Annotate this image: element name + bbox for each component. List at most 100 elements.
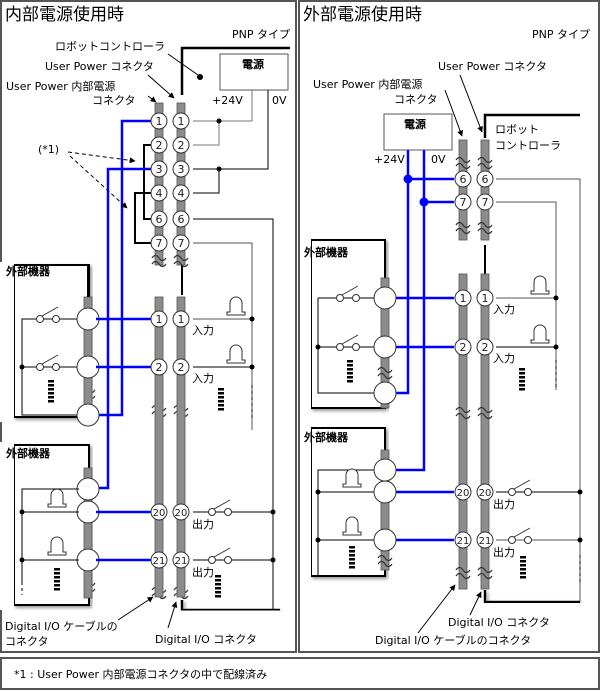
pin-dio-right [476, 531, 494, 549]
ellipsis-icon [48, 380, 54, 383]
ellipsis-icon [218, 396, 224, 399]
user-power-connector-label: User Power コネクタ [45, 60, 154, 73]
pin-user-power [172, 234, 190, 252]
external-power-supply-label: 電源 [404, 117, 426, 131]
break-mark-icon [477, 566, 493, 580]
pin-user-power-label: 6 [178, 213, 185, 226]
ellipsis-icon [349, 546, 355, 549]
footnote-frame [0, 657, 600, 690]
pin-internal-label: 2 [156, 139, 163, 152]
break-mark-icon [477, 156, 493, 170]
terminal [373, 458, 397, 482]
cable-connector-label-right: Digital I/O ケーブルのコネクタ [375, 633, 531, 647]
ellipsis-icon [54, 580, 60, 583]
ellipsis-icon [54, 568, 60, 571]
ellipsis-icon [54, 584, 60, 587]
input-label-right-2: 入力 [493, 352, 515, 365]
pin-dio-label: 2 [178, 361, 185, 374]
pin-dio-cable-right-label: 20 [457, 488, 470, 499]
ellipsis-icon [347, 372, 353, 375]
robot-controller-label: ロボットコントローラ [55, 40, 165, 53]
lamp-icon [342, 516, 362, 536]
internal-connector-label-right-1: User Power 内部電源 [313, 77, 422, 91]
pin-internal-label: 1 [156, 115, 163, 128]
pin-dio [172, 358, 190, 376]
switch-icon [336, 343, 344, 351]
ellipsis-icon [349, 554, 355, 557]
lamp-icon [226, 344, 246, 364]
switch-icon [508, 536, 516, 544]
pin-internal-label: 7 [156, 237, 163, 250]
internal-connector-label-1: User Power 内部電源 [6, 79, 115, 93]
pin-user-power-label: 4 [178, 187, 185, 200]
cable-connector-label-1: Digital I/O ケーブルの [5, 619, 118, 633]
output-label-1: 出力 [192, 517, 214, 531]
pin-user-power [172, 210, 190, 228]
pin-internal-right-label: 6 [460, 173, 467, 186]
terminal [373, 335, 397, 359]
break-mark-icon [455, 406, 471, 420]
pin-internal [150, 234, 168, 252]
pin-user-power-label: 2 [178, 139, 185, 152]
ellipsis-icon [48, 388, 54, 391]
pin-dio-cable-label: 1 [156, 313, 163, 326]
ellipsis-icon [349, 562, 355, 565]
break-mark-icon [377, 366, 393, 380]
pin-dio-label: 1 [178, 313, 185, 326]
external-device-2-box-right [310, 427, 386, 577]
blue-wire-zero-v [96, 167, 151, 490]
ellipsis-icon [520, 572, 526, 575]
power-supply-label: 電源 [242, 57, 264, 71]
terminal [76, 307, 100, 331]
user-power-connector-label-right: User Power コネクタ [438, 60, 547, 73]
ellipsis-icon [347, 380, 353, 383]
note-ref-label: (*1) [38, 143, 59, 156]
dio-cable-connector-bar [154, 296, 164, 598]
plus24v-label-right: +24V [374, 153, 405, 166]
input-label-right-1: 入力 [493, 303, 515, 316]
pin-dio-cable-label: 2 [156, 361, 163, 374]
switch-icon [208, 508, 216, 516]
external-power-supply-box [383, 113, 453, 151]
input-label-1: 入力 [192, 324, 214, 337]
robot-controller-outline [180, 46, 290, 95]
pin-internal [150, 184, 168, 202]
power-supply-box [219, 53, 289, 91]
footnote-text: *1 : User Power 内部電源コネクタの中で配線済み [14, 667, 267, 681]
dio-connector-label: Digital I/O コネクタ [155, 633, 257, 646]
pin-user-power-right-label: 7 [482, 196, 489, 209]
output-label-right-2: 出力 [493, 545, 515, 559]
switch-icon [36, 363, 44, 371]
pin-user-power-right [476, 193, 494, 211]
robot-controller-outline-right [483, 113, 580, 138]
ellipsis-icon [520, 560, 526, 563]
external-device-1-label-right: 外部機器 [303, 245, 349, 259]
zero-v-label-right: 0V [431, 153, 446, 166]
ellipsis-icon [218, 388, 224, 391]
plus24v-wire [193, 90, 253, 122]
ellipsis-icon [519, 388, 525, 391]
pin-internal-label: 4 [156, 187, 163, 200]
ellipsis-icon [54, 572, 60, 575]
dio-cable-connector-bar-right [458, 273, 468, 590]
ellipsis-icon [347, 368, 353, 371]
lamp-icon [226, 296, 246, 316]
right-panel: 外部電源使用時 PNP タイプ User Power コネクタ User Pow… [300, 4, 590, 647]
pnp-type-label: PNP タイプ [232, 28, 290, 41]
internal-connector-label-2: コネクタ [92, 94, 136, 107]
plus24v-label: +24V [212, 94, 243, 107]
terminal [373, 528, 397, 552]
ellipsis-icon [349, 550, 355, 553]
robot-controller-label-right-1: ロボット [495, 123, 539, 136]
pin-dio-right [476, 483, 494, 501]
pin-dio-cable [150, 551, 168, 569]
user-power-connector-bar [176, 102, 186, 266]
terminal [76, 355, 100, 379]
pin-internal [150, 160, 168, 178]
switch-icon [208, 556, 216, 564]
pin-dio-cable-right [454, 338, 472, 356]
pin-dio-cable [150, 310, 168, 328]
terminal [373, 286, 397, 310]
pin-user-power-label: 1 [178, 115, 185, 128]
